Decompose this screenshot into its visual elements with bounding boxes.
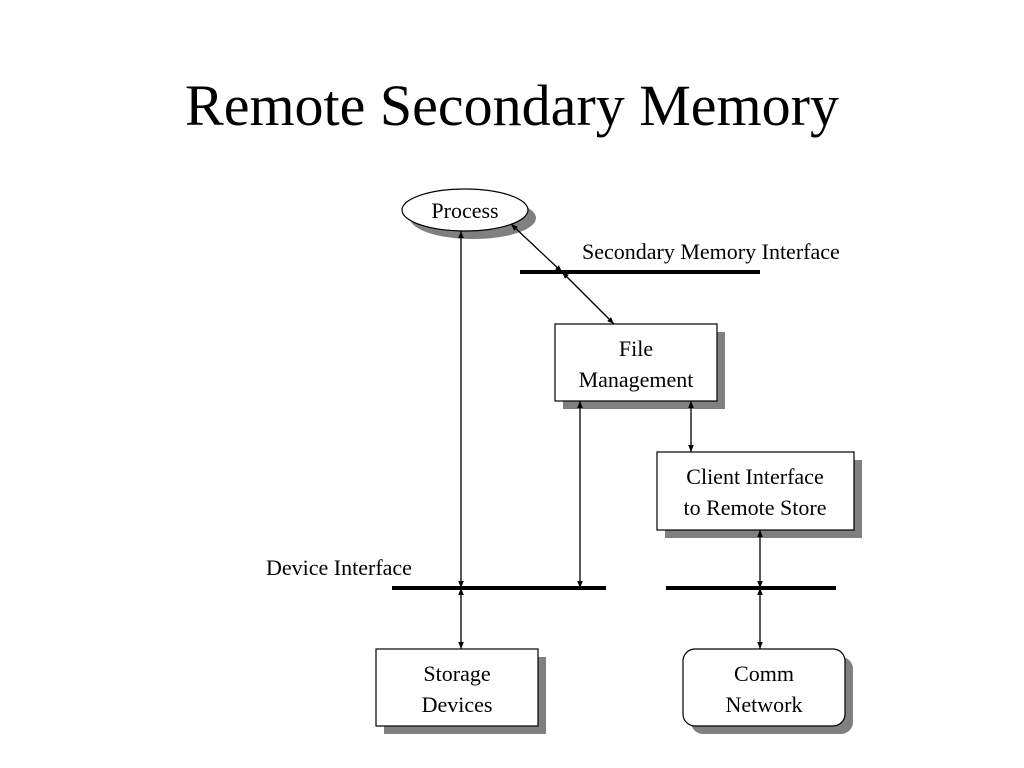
comm-network-label-line2: Network (726, 692, 803, 717)
storage-devices-label-line2: Devices (422, 692, 493, 717)
arrow-secondary-interface-to-file-management (561, 271, 615, 325)
slide-title: Remote Secondary Memory (185, 73, 839, 138)
storage-devices-label-line1: Storage (423, 661, 490, 686)
process-label: Process (431, 198, 498, 223)
client-interface-label-line1: Client Interface (686, 464, 823, 489)
comm-network-label-line1: Comm (734, 661, 794, 686)
comm-network-node: Comm Network (682, 648, 853, 734)
client-interface-node: Client Interface to Remote Store (656, 451, 862, 538)
client-interface-label-line2: to Remote Store (684, 495, 827, 520)
process-node: Process (401, 188, 536, 239)
file-management-node: File Management (554, 323, 725, 409)
file-management-label-line2: Management (579, 367, 694, 392)
secondary-memory-interface-label: Secondary Memory Interface (582, 239, 840, 264)
device-interface-label: Device Interface (266, 555, 412, 580)
storage-devices-node: Storage Devices (375, 648, 546, 734)
file-management-label-line1: File (619, 336, 653, 361)
arrow-process-to-secondary-interface (510, 223, 563, 273)
